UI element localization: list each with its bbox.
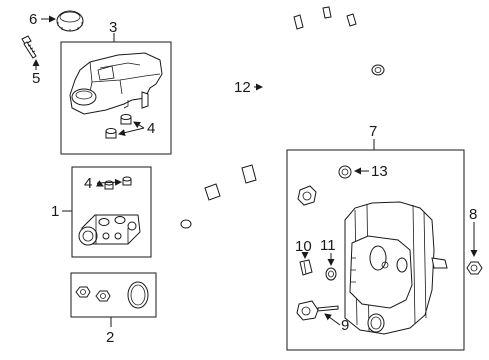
callout-10: 10: [295, 238, 312, 255]
brake-booster-box: [286, 149, 465, 351]
check-valve: [297, 185, 317, 206]
fluid-reservoir: [69, 52, 163, 115]
callout-13: 13: [371, 163, 388, 180]
bolt: [21, 35, 37, 59]
master-cylinder-grommets: [104, 176, 132, 190]
callout-12: 12: [234, 79, 251, 96]
callout-2: 2: [106, 329, 114, 346]
callout-9: 9: [341, 317, 349, 334]
brake-switch: [296, 300, 339, 321]
master-cylinder: [78, 214, 141, 246]
brake-booster: [344, 201, 448, 335]
reservoir-grommet-lower: [105, 128, 117, 139]
seal-kit-parts: [75, 281, 149, 309]
master-cylinder-box: [71, 166, 152, 258]
reservoir-grommet-upper: [120, 114, 132, 125]
callout-1: 1: [51, 203, 59, 220]
sensor-seal: [325, 267, 337, 281]
callout-6: 6: [29, 11, 37, 28]
vacuum-hose: [180, 6, 386, 229]
callout-5: 5: [32, 70, 40, 87]
callout-7: 7: [369, 123, 377, 140]
callout-4-reservoir: 4: [147, 120, 155, 137]
booster-grommet: [338, 165, 352, 179]
callout-11: 11: [320, 237, 336, 254]
booster-nut: [466, 261, 483, 275]
callout-8: 8: [469, 206, 477, 223]
vacuum-sensor: [299, 259, 313, 276]
reservoir-group-box: [60, 41, 172, 155]
seal-kit-box: [70, 272, 157, 318]
reservoir-cap: [56, 10, 84, 32]
callout-3: 3: [109, 19, 117, 36]
callout-4-master: 4: [84, 175, 92, 192]
